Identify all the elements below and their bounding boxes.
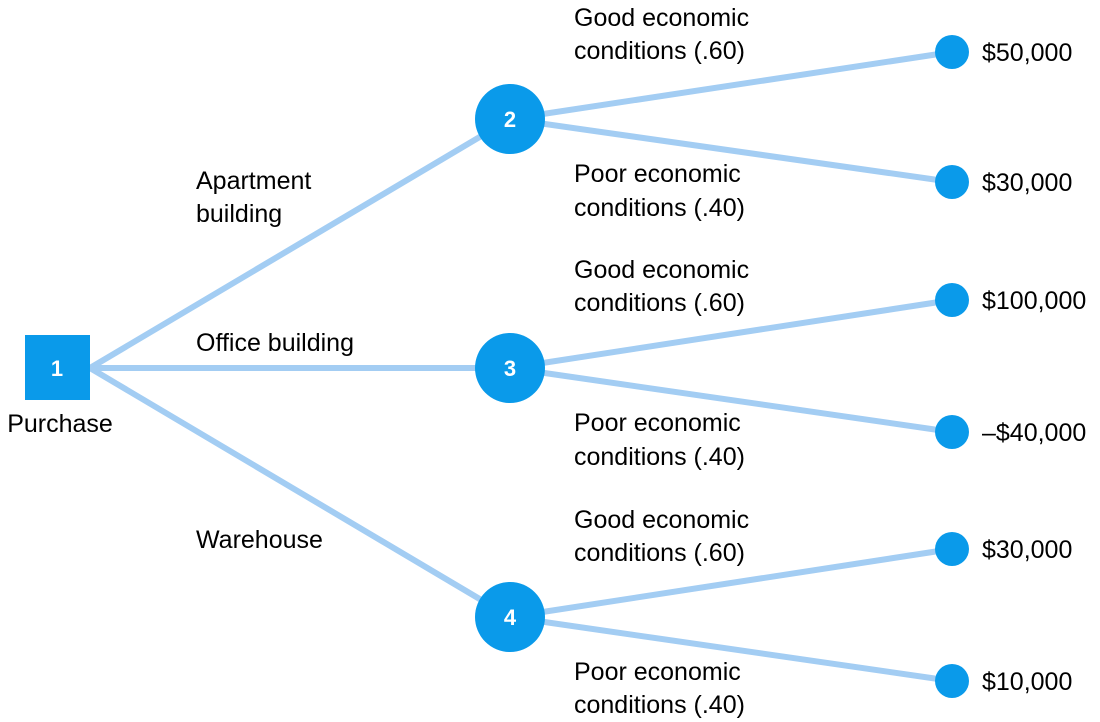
outcome-label-apartment-good-line1: Good economic: [574, 4, 749, 32]
branch-apartment-good: [507, 49, 955, 122]
branch-apartment-poor: [507, 116, 955, 185]
payoff-apartment-poor: $30,000: [982, 169, 1072, 197]
chance-node-2-number: 2: [504, 107, 516, 132]
outcome-label-apartment-good-line2: conditions (.60): [574, 37, 745, 65]
branch-office-poor: [507, 365, 955, 435]
outcome-label-warehouse-good-line2: conditions (.60): [574, 539, 745, 567]
decision-node-box: [25, 335, 90, 400]
chance-node-3-number: 3: [504, 356, 516, 381]
branch-warehouse-good: [507, 546, 955, 620]
alternative-label-warehouse: Warehouse: [196, 526, 323, 554]
outcome-label-warehouse-poor-line1: Poor economic: [574, 658, 741, 686]
payoff-apartment-good: $50,000: [982, 39, 1072, 67]
chance-node-3: [475, 333, 545, 403]
chance-node-2: [475, 84, 545, 154]
outcome-label-warehouse-poor-line2: conditions (.40): [574, 691, 745, 719]
branch-apartment: [87, 116, 513, 371]
outcome-label-office-poor-line1: Poor economic: [574, 409, 741, 437]
outcome-label-apartment-poor-line2: conditions (.40): [574, 194, 745, 222]
decision-node-number: 1: [51, 356, 63, 381]
branch-warehouse: [87, 365, 513, 620]
payoff-office-good: $100,000: [982, 287, 1086, 315]
chance-node-4: [475, 582, 545, 652]
payoff-dot-warehouse-good: [935, 532, 969, 566]
alternative-label-apartment-line1: Apartment: [196, 167, 311, 195]
outcome-label-warehouse-good-line1: Good economic: [574, 506, 749, 534]
branch-warehouse-poor: [507, 614, 955, 684]
outcome-label-office-poor-line2: conditions (.40): [574, 443, 745, 471]
payoff-warehouse-good: $30,000: [982, 536, 1072, 564]
chance-node-4-number: 4: [504, 605, 517, 630]
alternative-label-office: Office building: [196, 329, 354, 357]
outcome-label-apartment-poor-line1: Poor economic: [574, 160, 741, 188]
payoff-office-poor: –$40,000: [982, 419, 1086, 447]
payoff-warehouse-poor: $10,000: [982, 668, 1072, 696]
branch-office-good: [507, 297, 955, 371]
outcome-label-office-good-line1: Good economic: [574, 256, 749, 284]
outcome-label-office-good-line2: conditions (.60): [574, 289, 745, 317]
payoff-dot-warehouse-poor: [935, 664, 969, 698]
payoff-dot-office-good: [935, 283, 969, 317]
payoff-dot-apartment-poor: [935, 165, 969, 199]
decision-node-label: Purchase: [7, 410, 113, 438]
alternative-label-apartment-line2: building: [196, 200, 282, 228]
payoff-dot-office-poor: [935, 415, 969, 449]
payoff-dot-apartment-good: [935, 35, 969, 69]
